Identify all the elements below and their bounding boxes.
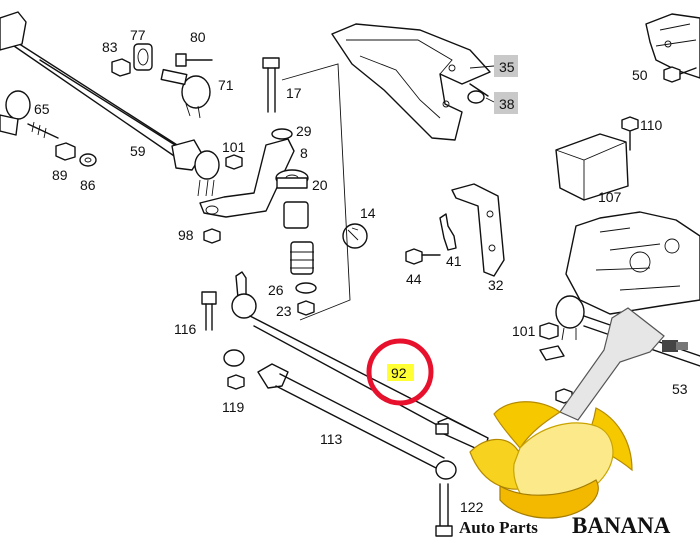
callout-113: 113 [320,431,343,447]
callout-110: 110 [640,117,663,133]
callout-box-35 [494,55,518,77]
cover-107 [555,133,629,201]
callout-116: 116 [174,321,197,337]
watermark-text: Auto Parts BANANA [459,513,671,538]
steering-box [565,211,700,315]
splash-shield-35 [331,23,491,141]
callout-29: 29 [296,123,312,139]
watermark-brand: BANANA [572,513,671,538]
tie-rod-113 [257,363,457,480]
ball-joint-65 [0,90,59,139]
callout-107: 107 [598,189,622,205]
callout-122: 122 [460,499,484,515]
tie-rod-upper [0,11,220,197]
bolt-17 [262,57,280,113]
callout-32: 32 [488,277,504,293]
callout-50: 50 [632,67,648,83]
washer-29 [271,128,293,140]
bolt-110 [621,116,639,151]
watermark-prefix: Auto Parts [459,518,538,537]
banana-logo [469,307,688,519]
callout-53: 53 [672,381,688,397]
bolt-44 [405,248,441,265]
bolt-116 [201,291,217,331]
nut-83 [111,58,131,77]
drag-link-92 [249,315,489,453]
callout-20: 20 [312,177,328,193]
callout-71: 71 [218,77,234,93]
callout-101-upper: 101 [222,139,246,155]
callout-44: 44 [406,271,422,287]
bolt-80 [175,53,213,67]
idler-arm-8 [199,138,295,218]
nut-89 [55,142,76,161]
highlight-92: 92 [366,338,434,406]
nut-101-upper [225,154,243,170]
bolt-50 [663,66,697,83]
bushing-20 [275,169,309,189]
callout-35: 35 [499,59,515,75]
bolt-122 [435,483,453,537]
callout-101-right: 101 [512,323,536,339]
callout-labels: 77 80 83 71 65 59 89 86 101 17 29 8 20 1… [34,27,688,515]
bracket-32 [451,183,505,277]
callout-17: 17 [286,85,302,101]
callout-8: 8 [300,145,308,161]
callout-80: 80 [190,29,206,45]
callout-59: 59 [130,143,146,159]
bracket-50 [645,13,700,79]
ball-joint-upper-rod [231,271,257,319]
callout-83: 83 [102,39,118,55]
callout-41: 41 [446,253,462,269]
callout-14: 14 [360,205,376,221]
callout-65: 65 [34,101,50,117]
callout-119: 119 [222,399,245,415]
callout-23: 23 [276,303,292,319]
callout-box-38 [494,92,518,114]
callout-26: 26 [268,282,284,298]
clip-41 [439,213,457,251]
callout-38: 38 [499,96,515,112]
ball-joint-101-right [539,295,585,361]
bolt-38 [467,83,489,104]
grommet-119 [223,349,245,390]
callout-89: 89 [52,167,68,183]
callout-98: 98 [178,227,194,243]
bushing-77 [133,43,153,71]
washer-86 [79,153,97,167]
callout-92: 92 [391,365,407,381]
ball-joint-71 [160,68,211,119]
callout-86: 86 [80,177,96,193]
callout-77: 77 [130,27,146,43]
washer-26-23 [295,282,317,316]
bracket-14 [283,201,368,275]
nut-98 [203,228,221,244]
